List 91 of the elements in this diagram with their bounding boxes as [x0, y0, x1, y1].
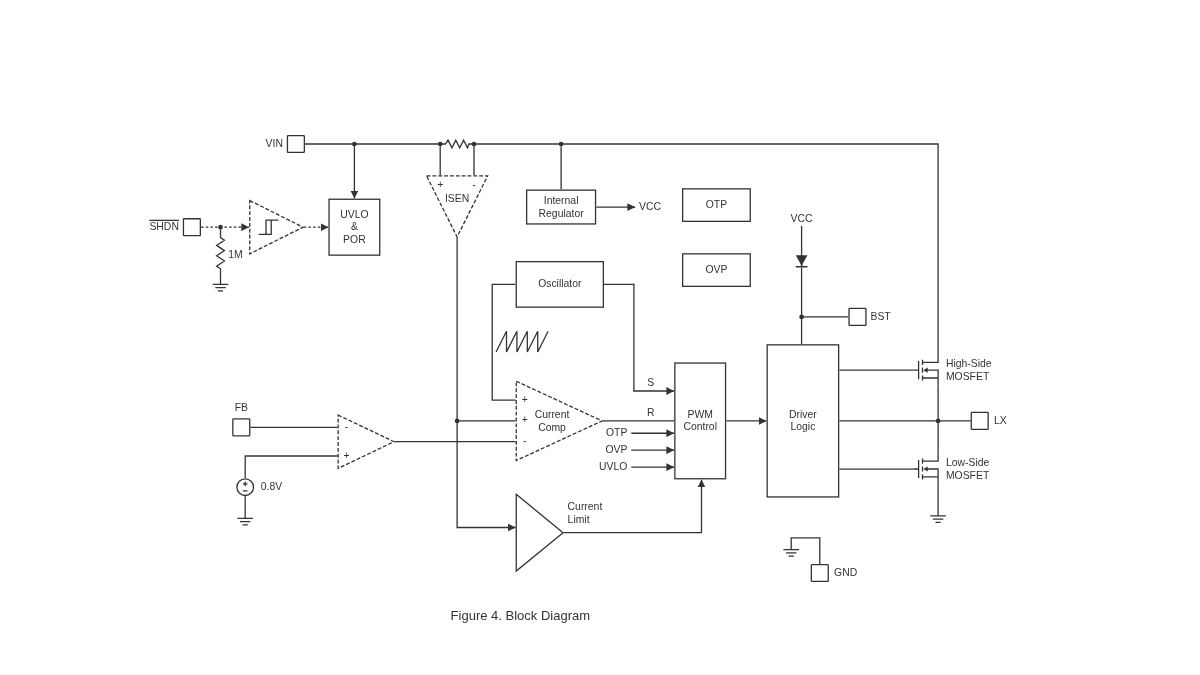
- signal-label: OTP: [601, 426, 632, 441]
- voltage-label: 0.8V: [260, 481, 283, 494]
- circuit-block: [766, 344, 840, 498]
- block-label: Current Comp: [534, 408, 570, 434]
- comparator-symbol: [249, 199, 304, 255]
- circuit-block: [526, 189, 597, 225]
- pin-label: LX: [994, 414, 1007, 428]
- mosfet-symbol: [913, 454, 942, 484]
- wire: [471, 141, 477, 176]
- wire: [602, 420, 675, 422]
- polarity-sign: -: [522, 436, 527, 447]
- circuit-block: [682, 188, 751, 222]
- wire: [838, 420, 939, 422]
- block-label: ISEN: [444, 192, 470, 205]
- amplifier-symbol: [337, 414, 395, 469]
- signal-label: UVLO: [596, 459, 632, 475]
- wire: [456, 236, 458, 422]
- signal-label: OVP: [601, 443, 632, 458]
- circuit-block: [682, 253, 751, 287]
- device-label: Low-Side MOSFET: [945, 456, 991, 482]
- circuit-block: [328, 198, 381, 256]
- circuit-block: [515, 261, 604, 308]
- circuit-block: [674, 362, 727, 480]
- pin-pad: [232, 418, 251, 437]
- wire: [937, 420, 972, 422]
- arrow: [563, 478, 706, 534]
- wire: [800, 266, 803, 318]
- block-label: Driver Logic: [789, 408, 817, 434]
- block-label: Current Limit: [567, 500, 604, 526]
- pin-pad: [848, 307, 867, 326]
- arrow: [630, 463, 675, 471]
- arrow: [350, 141, 359, 200]
- amplifier-symbol: [425, 175, 489, 238]
- arrow: [630, 429, 675, 438]
- block-label: Internal Regulator: [538, 194, 584, 220]
- pin-label: SHDN: [149, 221, 179, 234]
- wire: [394, 441, 517, 443]
- polarity-sign: -: [344, 422, 349, 433]
- pin-label: GND: [834, 566, 858, 580]
- device-label: High-Side MOSFET: [945, 357, 993, 383]
- dashed-arrow: [303, 223, 330, 232]
- arrow: [456, 420, 517, 532]
- block-label: Oscillator: [538, 278, 582, 291]
- wire: [558, 141, 564, 191]
- figure-caption: Figure 4. Block Diagram: [450, 608, 591, 624]
- pin-pad: [286, 134, 305, 154]
- dashed-arrow: [200, 223, 250, 232]
- diode-symbol: [795, 254, 809, 268]
- arrow: [725, 417, 768, 425]
- edge-label: R: [645, 407, 656, 419]
- wire: [937, 420, 939, 456]
- wire: [799, 314, 850, 320]
- wire: [800, 225, 803, 256]
- wire: [439, 138, 475, 150]
- wire: [838, 369, 915, 371]
- arrow: [630, 446, 675, 455]
- wire: [249, 426, 339, 429]
- wire: [437, 141, 443, 176]
- wire: [560, 143, 939, 357]
- pin-pad: [182, 218, 201, 237]
- arrow: [595, 203, 636, 211]
- polarity-sign: +: [521, 415, 528, 427]
- pin-label: FB: [234, 401, 248, 415]
- wire: [491, 283, 517, 401]
- wire: [473, 143, 562, 145]
- resistor-value: 1M: [228, 250, 243, 261]
- signal-label: VCC: [788, 211, 815, 226]
- comparator-symbol: [515, 380, 603, 462]
- mosfet-symbol: [913, 355, 942, 385]
- block-label: OVP: [705, 263, 728, 277]
- pin-label: VIN: [265, 137, 283, 151]
- polarity-sign: +: [343, 450, 350, 462]
- pin-pad: [810, 563, 829, 583]
- wire: [454, 418, 517, 424]
- arrow: [603, 283, 675, 395]
- wire: [838, 468, 915, 470]
- voltage-source-symbol: [236, 478, 255, 497]
- signal-label: VCC: [635, 199, 664, 215]
- polarity-sign: +: [521, 394, 528, 406]
- block-label: UVLO & POR: [340, 208, 369, 246]
- polarity-sign: +: [437, 180, 444, 191]
- wire: [353, 143, 441, 145]
- wire: [935, 383, 941, 424]
- wire: [800, 316, 803, 345]
- pin-pad: [970, 411, 989, 430]
- comparator-symbol: [515, 493, 564, 572]
- wire: [244, 455, 339, 479]
- block-label: OTP: [705, 198, 728, 212]
- polarity-sign: -: [472, 180, 476, 191]
- block-label: PWM Control: [683, 408, 717, 434]
- pin-label: BST: [870, 310, 891, 324]
